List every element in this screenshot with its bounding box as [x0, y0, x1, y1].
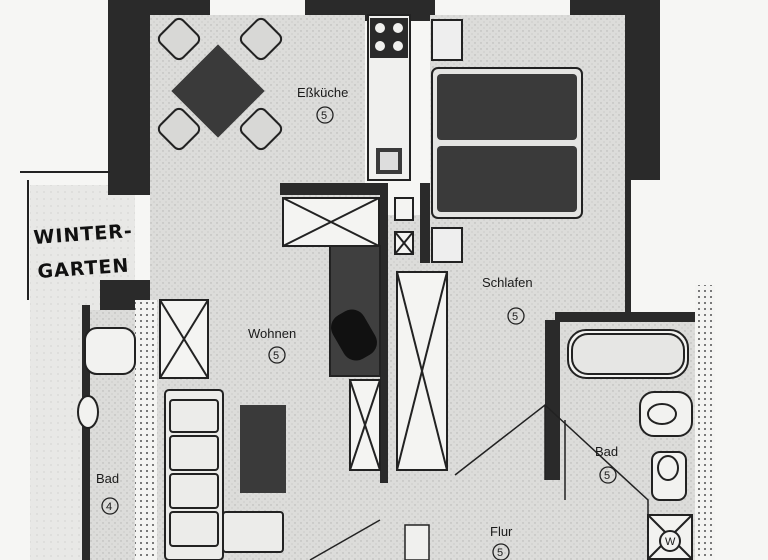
bath-right-number: 5 [604, 470, 610, 482]
desk [329, 245, 381, 377]
living-number: 5 [273, 350, 279, 362]
kitchen-label: Eßküche [297, 85, 348, 100]
winter-garden-annotation: WINTER- GARTEN [20, 171, 133, 300]
kitchen-number: 5 [321, 110, 327, 122]
hall-label: Flur [490, 524, 513, 539]
bathroom-left-fixtures [77, 327, 136, 429]
walls [82, 0, 715, 560]
washer-mark: W [665, 536, 676, 548]
room-labels: Eßküche 5 Wohnen 5 Schlafen 5 Bad 5 Bad … [96, 85, 676, 560]
hall-number: 5 [497, 547, 503, 559]
dining-table [157, 17, 283, 151]
sofa [164, 389, 284, 560]
bath-left-number: 4 [106, 501, 112, 513]
cabinets [159, 197, 448, 471]
bath-left-label: Bad [96, 471, 119, 486]
bath-right-label: Bad [595, 444, 618, 459]
bedroom-label: Schlafen [482, 275, 533, 290]
double-bed [431, 19, 583, 263]
living-label: Wohnen [248, 326, 296, 341]
bathroom-right-fixtures [567, 329, 693, 560]
door-swings [309, 403, 649, 560]
bedroom-number: 5 [512, 311, 518, 323]
kitchen-counter [367, 14, 411, 181]
rug [240, 405, 286, 493]
